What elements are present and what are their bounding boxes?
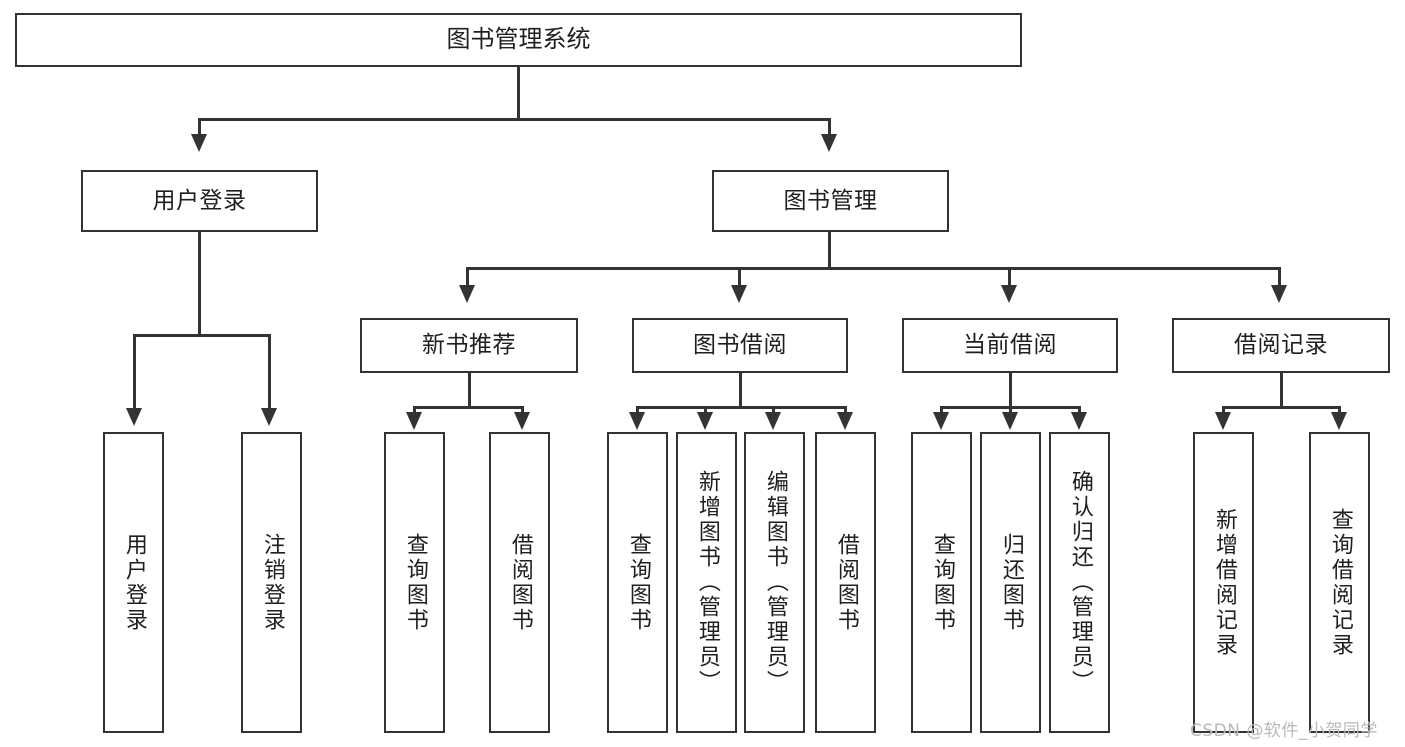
- arrow-to-book-borrow: [731, 285, 747, 303]
- connector-record-drop-1: [1222, 406, 1225, 414]
- arrow-borrow-leaf-3: [765, 412, 781, 430]
- arrow-to-book-manage: [821, 134, 837, 152]
- node-borrow-record[interactable]: 借阅记录: [1172, 318, 1390, 373]
- connector-book-manage-drop-4: [1278, 267, 1281, 287]
- arrow-to-borrow-record: [1271, 285, 1287, 303]
- connector-recommend-drop-2: [521, 406, 524, 414]
- leaf-recommend-query-book[interactable]: 查询图书: [384, 432, 445, 733]
- leaf-current-confirm-return[interactable]: 确认归还（管理员）: [1049, 432, 1110, 733]
- connector-borrow-stem: [739, 373, 742, 408]
- connector-borrow-bus: [636, 406, 846, 409]
- leaf-label: 查询图书: [929, 532, 955, 633]
- connector-record-drop-2: [1338, 406, 1341, 414]
- arrow-current-leaf-3: [1071, 412, 1087, 430]
- leaf-label: 新增借阅记录: [1211, 507, 1237, 658]
- connector-root-drop-2: [828, 118, 831, 136]
- arrow-recommend-leaf-2: [514, 412, 530, 430]
- connector-book-manage-drop-3: [1008, 267, 1011, 287]
- arrow-record-leaf-1: [1215, 412, 1231, 430]
- node-book-management[interactable]: 图书管理: [712, 170, 949, 232]
- leaf-user-login[interactable]: 用户登录: [103, 432, 164, 733]
- connector-record-bus: [1222, 406, 1340, 409]
- leaf-label: 查询借阅记录: [1327, 507, 1353, 658]
- connector-current-drop-2: [1009, 406, 1012, 414]
- connector-current-drop-1: [940, 406, 943, 414]
- leaf-record-add-record[interactable]: 新增借阅记录: [1193, 432, 1254, 733]
- leaf-current-return-book[interactable]: 归还图书: [980, 432, 1041, 733]
- leaf-label: 新增图书（管理员）: [694, 470, 720, 695]
- connector-borrow-drop-4: [844, 406, 847, 414]
- node-current-borrow[interactable]: 当前借阅: [902, 318, 1118, 373]
- arrow-to-leaf-user-login: [126, 408, 142, 426]
- leaf-record-query-record[interactable]: 查询借阅记录: [1309, 432, 1370, 733]
- leaf-label: 借阅图书: [507, 532, 533, 633]
- connector-book-manage-stem: [828, 232, 831, 269]
- arrow-borrow-leaf-4: [837, 412, 853, 430]
- leaf-label: 注销登录: [259, 532, 285, 633]
- connector-user-login-drop-2: [268, 334, 271, 410]
- arrow-to-current-borrow: [1001, 285, 1017, 303]
- connector-borrow-drop-3: [772, 406, 775, 414]
- leaf-borrow-edit-book[interactable]: 编辑图书（管理员）: [744, 432, 805, 733]
- leaf-borrow-query-book[interactable]: 查询图书: [607, 432, 668, 733]
- leaf-label: 确认归还（管理员）: [1067, 470, 1093, 695]
- connector-recommend-stem: [468, 373, 471, 408]
- arrow-current-leaf-2: [1002, 412, 1018, 430]
- arrow-to-user-login: [191, 134, 207, 152]
- leaf-label: 查询图书: [402, 532, 428, 633]
- node-user-login[interactable]: 用户登录: [81, 170, 318, 232]
- leaf-borrow-borrow-book[interactable]: 借阅图书: [815, 432, 876, 733]
- connector-book-manage-drop-2: [738, 267, 741, 287]
- leaf-label: 用户登录: [121, 532, 147, 633]
- leaf-label: 编辑图书（管理员）: [762, 470, 788, 695]
- arrow-borrow-leaf-1: [629, 412, 645, 430]
- leaf-label: 借阅图书: [833, 532, 859, 633]
- watermark-text: CSDN @软件_小贺同学: [1190, 721, 1378, 741]
- arrow-to-leaf-logout: [261, 408, 277, 426]
- connector-recommend-drop-1: [413, 406, 416, 414]
- connector-user-login-drop-1: [133, 334, 136, 410]
- arrow-recommend-leaf-1: [406, 412, 422, 430]
- connector-borrow-drop-2: [704, 406, 707, 414]
- connector-root-bus: [198, 118, 830, 121]
- leaf-current-query-book[interactable]: 查询图书: [911, 432, 972, 733]
- arrow-borrow-leaf-2: [697, 412, 713, 430]
- connector-current-stem: [1009, 373, 1012, 408]
- connector-current-drop-3: [1078, 406, 1081, 414]
- connector-root-drop-1: [198, 118, 201, 136]
- node-new-book-recommend[interactable]: 新书推荐: [360, 318, 578, 373]
- arrow-to-new-book-recommend: [459, 285, 475, 303]
- arrow-current-leaf-1: [933, 412, 949, 430]
- connector-book-manage-bus: [466, 267, 1280, 270]
- connector-borrow-drop-1: [636, 406, 639, 414]
- leaf-label: 查询图书: [625, 532, 651, 633]
- leaf-recommend-borrow-book[interactable]: 借阅图书: [489, 432, 550, 733]
- node-book-borrow[interactable]: 图书借阅: [632, 318, 848, 373]
- connector-recommend-bus: [413, 406, 523, 409]
- leaf-borrow-add-book[interactable]: 新增图书（管理员）: [676, 432, 737, 733]
- leaf-label: 归还图书: [998, 532, 1024, 633]
- leaf-logout[interactable]: 注销登录: [241, 432, 302, 733]
- connector-user-login-stem: [198, 232, 201, 335]
- connector-record-stem: [1280, 373, 1283, 408]
- connector-book-manage-drop-1: [466, 267, 469, 287]
- arrow-record-leaf-2: [1331, 412, 1347, 430]
- connector-user-login-bus: [133, 334, 268, 337]
- node-root-system[interactable]: 图书管理系统: [15, 13, 1022, 67]
- connector-root-stem: [517, 67, 520, 119]
